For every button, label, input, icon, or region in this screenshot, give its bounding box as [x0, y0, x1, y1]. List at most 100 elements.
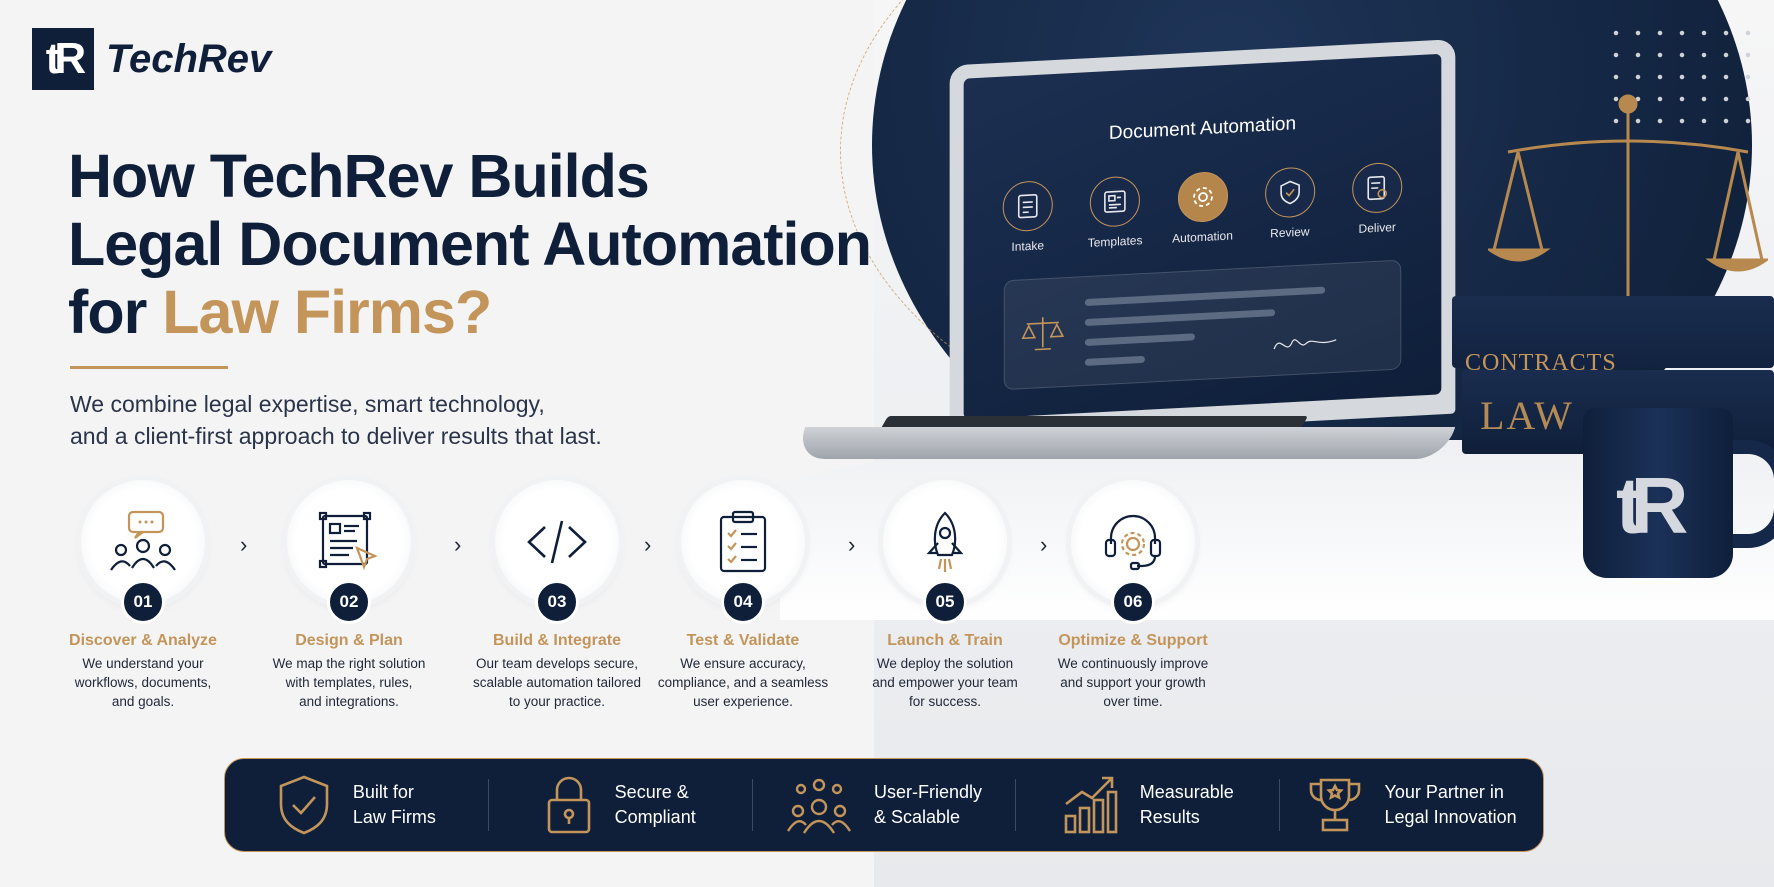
chevron-right-icon: › — [644, 532, 652, 557]
step-number: 04 — [721, 580, 765, 624]
signature-icon — [1273, 339, 1337, 350]
flow-step-review: Review — [1256, 166, 1324, 241]
step-test: 04 Test & Validate We ensure accuracy, c… — [654, 480, 832, 711]
title-line-3: for Law Firms? — [68, 278, 888, 346]
code-icon — [527, 520, 587, 564]
step-description: We ensure accuracy, compliance, and a se… — [654, 654, 832, 711]
feature-secure-compliant: Secure &Compliant — [487, 776, 752, 834]
step-desc-line: We ensure accuracy, — [680, 656, 806, 671]
template-icon — [1090, 175, 1141, 228]
step-icon-circle: 03 — [495, 480, 619, 624]
step-desc-line: We map the right solution — [272, 656, 426, 671]
title-line-3-prefix: for — [68, 278, 163, 346]
step-icon-circle: 02 — [287, 480, 411, 624]
layout-cursor-icon — [318, 511, 378, 571]
feature-label-line: & Scalable — [873, 807, 961, 827]
step-desc-line: for success. — [908, 694, 982, 709]
mug-logo-mark: tR — [1616, 461, 1689, 550]
feature-label-line: Secure & — [614, 782, 689, 802]
law-book-title: LAW — [1480, 393, 1574, 438]
step-icon-circle: 05 — [883, 480, 1007, 624]
document-icon — [1002, 179, 1053, 233]
text-line — [1084, 309, 1276, 327]
shield-check-icon — [1264, 166, 1315, 219]
headset-gear-icon — [1104, 514, 1162, 571]
step-description: We understand your workflows, documents,… — [54, 654, 232, 711]
step-desc-line: We continuously improve — [1057, 656, 1209, 671]
logo-mark-icon: tR — [32, 28, 94, 90]
flow-label: Deliver — [1358, 219, 1396, 236]
chevron-right-icon: › — [1040, 532, 1048, 557]
chevron-right-icon: › — [848, 532, 856, 557]
chevron-right-icon: › — [454, 532, 462, 557]
step-desc-line: compliance, and a seamless — [657, 675, 829, 690]
document-check-icon — [1352, 161, 1403, 215]
title-accent: Law Firms? — [162, 278, 492, 346]
step-title: Test & Validate — [686, 632, 800, 649]
step-number: 02 — [327, 580, 371, 624]
brand-logo[interactable]: tR TechRev — [32, 28, 271, 90]
dot-grid-decoration — [1605, 22, 1755, 132]
step-build: 03 Build & Integrate Our team develops s… — [468, 480, 646, 711]
subtitle-line-2: and a client-first approach to deliver r… — [70, 423, 602, 449]
step-desc-line: and empower your team — [872, 675, 1018, 690]
contracts-book — [1452, 296, 1774, 368]
flow-label: Templates — [1087, 233, 1143, 250]
step-title: Optimize & Support — [1058, 632, 1208, 649]
subtitle: We combine legal expertise, smart techno… — [70, 388, 690, 452]
automation-flow: Intake Templates Automation Review Deliv… — [994, 161, 1412, 255]
feature-label: Secure &Compliant — [615, 780, 696, 830]
feature-label-line: Law Firms — [352, 807, 436, 827]
step-description: We map the right solution with templates… — [260, 654, 438, 711]
step-desc-line: workflows, documents, — [74, 675, 212, 690]
feature-label-line: Measurable — [1139, 782, 1234, 802]
feature-label: User-Friendly & Scalable — [874, 780, 982, 830]
flow-step-deliver: Deliver — [1343, 161, 1411, 236]
step-desc-line: user experience. — [693, 694, 793, 709]
step-title: Launch & Train — [887, 632, 1003, 649]
flow-label: Intake — [1011, 238, 1045, 254]
team-chat-icon — [110, 510, 176, 571]
step-optimize: 06 Optimize & Support We continuously im… — [1044, 480, 1222, 711]
title-line-2: Legal Document Automation — [68, 210, 872, 278]
brand-name: TechRev — [106, 36, 272, 81]
laptop-screen: Document Automation Intake Templates Aut… — [963, 53, 1442, 420]
title-underline — [70, 366, 228, 369]
step-desc-line: with templates, rules, — [285, 675, 413, 690]
step-desc-line: We deploy the solution — [876, 656, 1014, 671]
feature-label-line: Results — [1139, 807, 1200, 827]
rocket-icon — [926, 511, 964, 572]
step-title: Design & Plan — [295, 632, 403, 649]
shield-check-icon — [279, 775, 329, 835]
step-icon-circle: 04 — [681, 480, 805, 624]
step-design: 02 Design & Plan We map the right soluti… — [260, 480, 438, 711]
step-desc-line: to your practice. — [508, 694, 606, 709]
step-desc-line: and goals. — [111, 694, 175, 709]
feature-user-friendly: User-Friendly & Scalable — [751, 778, 1016, 834]
step-title: Build & Integrate — [492, 632, 621, 649]
step-desc-line: We understand your — [82, 656, 204, 671]
step-desc-line: scalable automation tailored — [472, 675, 642, 690]
step-desc-line: and support your growth — [1060, 675, 1206, 690]
step-icon-circle: 01 — [81, 480, 205, 624]
growth-chart-icon — [1064, 776, 1118, 834]
step-description: Our team develops secure, scalable autom… — [468, 654, 646, 711]
step-number: 05 — [923, 580, 967, 624]
step-number: 03 — [535, 580, 579, 624]
laptop-base — [794, 427, 1456, 459]
document-preview-card — [1003, 259, 1402, 391]
text-line — [1084, 286, 1326, 307]
scales-icon — [1021, 317, 1065, 351]
padlock-icon — [547, 776, 590, 834]
flow-step-templates: Templates — [1081, 175, 1149, 250]
text-line — [1084, 355, 1145, 366]
text-line — [1084, 333, 1195, 347]
flow-label: Automation — [1172, 228, 1233, 246]
step-number: 06 — [1111, 580, 1155, 624]
feature-label-line: User-Friendly — [873, 782, 982, 802]
step-launch: 05 Launch & Train We deploy the solution… — [856, 480, 1034, 711]
